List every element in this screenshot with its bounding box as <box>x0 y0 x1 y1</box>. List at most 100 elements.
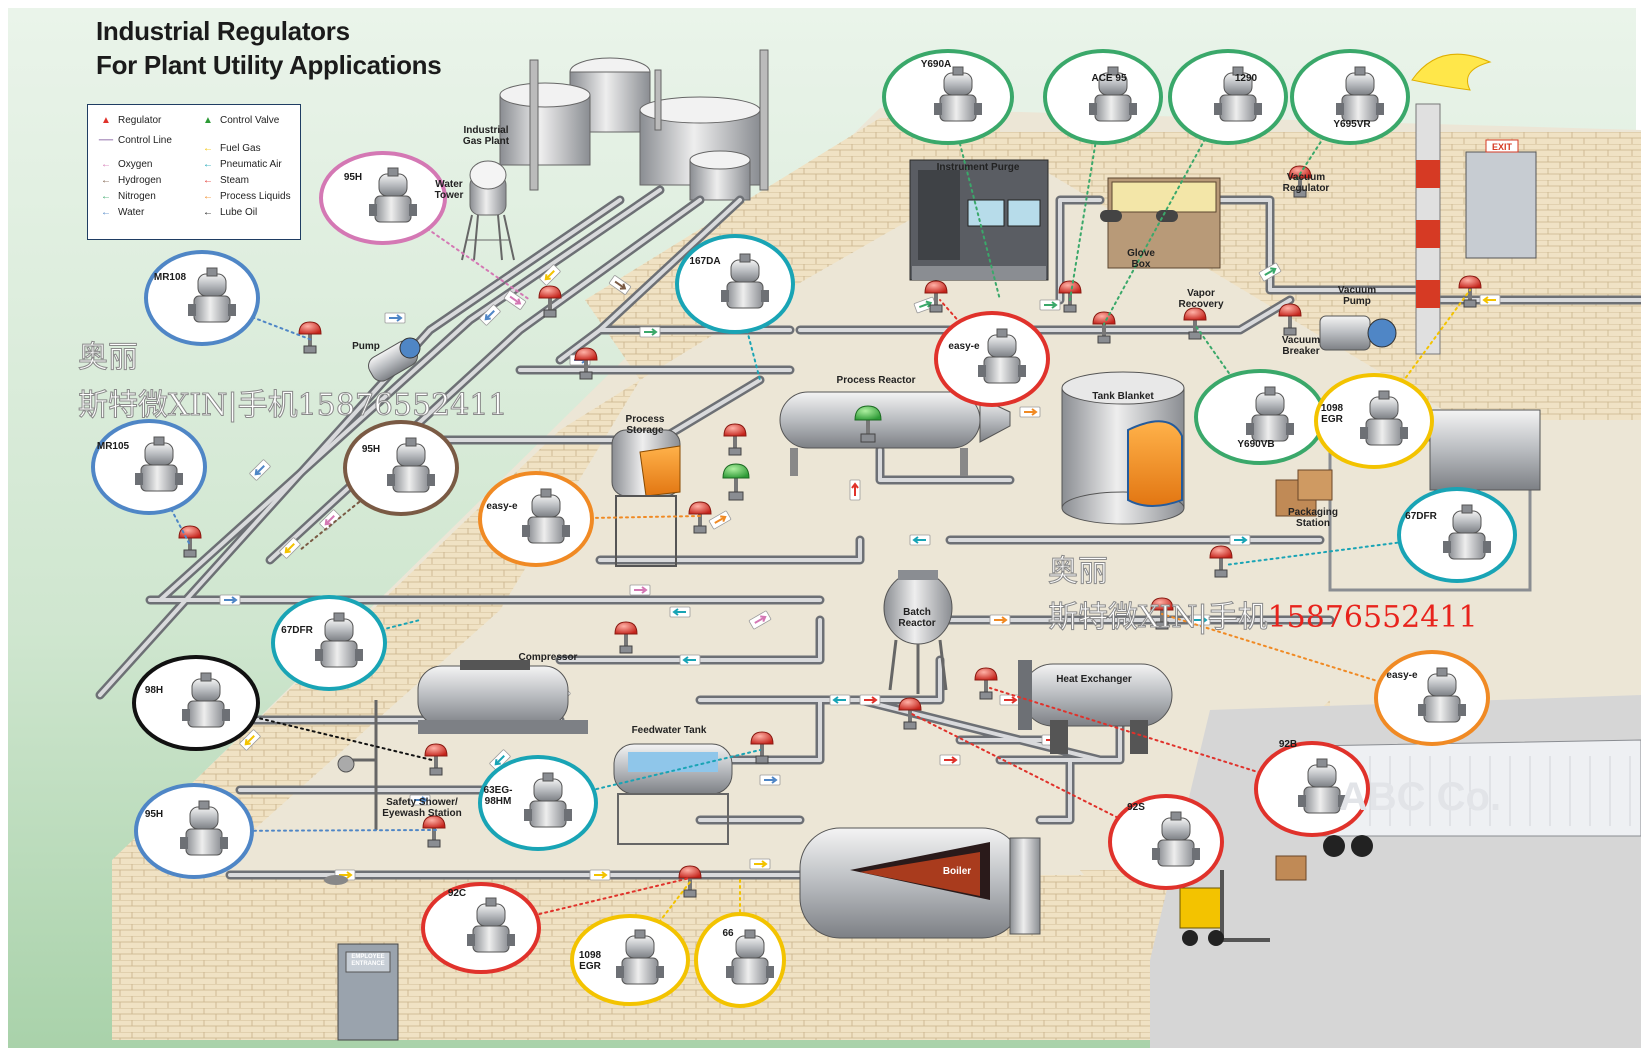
product-regulator-icon <box>1298 758 1346 814</box>
product-label: 98H <box>145 685 163 696</box>
product-label: 1290 <box>1235 73 1258 84</box>
product-label: 67DFR <box>1405 511 1437 522</box>
lube-oil-arrow-icon: ← <box>203 207 213 218</box>
product-regulator-icon <box>1214 66 1262 122</box>
product-bubble-95h[interactable]: 95H <box>319 151 447 245</box>
product-label: 95H <box>362 444 380 455</box>
flow-arrow-oxygen <box>503 290 527 310</box>
product-bubble-98h[interactable]: 98H <box>132 655 260 751</box>
flow-arrow-process-liquids <box>989 614 1011 626</box>
product-regulator-icon <box>1443 504 1491 560</box>
flow-arrow-fuel-gas <box>239 729 261 751</box>
product-regulator-icon <box>315 612 363 668</box>
product-bubble-y695vr[interactable]: Y695VR <box>1290 49 1410 145</box>
legend-water: ←Water <box>98 207 144 218</box>
product-bubble-92s[interactable]: 92S <box>1108 794 1224 890</box>
product-bubble-easy-e[interactable]: easy-e <box>1374 650 1490 746</box>
regulator-icon <box>1278 303 1302 336</box>
employee-entrance-door <box>337 943 399 1041</box>
regulator-icon <box>574 347 598 380</box>
callout-connector <box>299 467 402 551</box>
product-label: 92S <box>1127 802 1145 813</box>
flow-arrow-steam <box>939 754 961 766</box>
product-regulator-icon <box>1360 390 1408 446</box>
legend: ▲Regulator ▲Control Valve ──Control Line… <box>87 104 301 240</box>
product-bubble-mr108[interactable]: MR108 <box>144 250 260 346</box>
flow-arrow-pneumatic-air <box>909 534 931 546</box>
front-wall-left <box>112 875 380 1040</box>
product-bubble-92c[interactable]: 92C <box>421 882 541 974</box>
product-bubble-66[interactable]: 66 <box>694 912 786 1008</box>
regulator-icon <box>898 697 922 730</box>
product-bubble-easy-e[interactable]: easy-e <box>934 311 1050 407</box>
product-bubble-67dfr[interactable]: 67DFR <box>1397 487 1517 583</box>
vacuum-pump <box>1319 315 1397 351</box>
flow-arrow-oxygen <box>319 509 341 531</box>
legend-oxygen: ←Oxygen <box>98 159 152 170</box>
page-title: Industrial Regulators For Plant Utility … <box>96 14 442 82</box>
regulator-icon <box>1183 307 1207 340</box>
flow-arrow-oxygen <box>748 610 772 630</box>
flow-arrow-steam <box>859 694 881 706</box>
product-bubble-92b[interactable]: 92B <box>1254 739 1370 837</box>
flow-arrow-hydrogen <box>608 275 632 295</box>
steam-arrow-icon: ← <box>203 175 213 186</box>
product-bubble-167da[interactable]: 167DA <box>675 234 795 334</box>
product-label: 167DA <box>689 256 720 267</box>
compressor <box>417 660 588 734</box>
product-bubble-mr105[interactable]: MR105 <box>91 419 207 515</box>
regulator-icon <box>538 285 562 318</box>
flow-arrow-pneumatic-air <box>1189 614 1211 626</box>
product-regulator-icon <box>522 488 570 544</box>
product-regulator-icon <box>1089 66 1137 122</box>
product-bubble-y690a[interactable]: Y690A <box>882 49 1014 145</box>
callout-connector <box>947 96 1001 301</box>
product-regulator-icon <box>1246 386 1294 442</box>
flow-arrow-pneumatic-air <box>1229 534 1251 546</box>
product-bubble-ace-95[interactable]: ACE 95 <box>1043 49 1163 145</box>
product-bubble-95h[interactable]: 95H <box>134 783 254 879</box>
title-line-2: For Plant Utility Applications <box>96 50 442 80</box>
product-label: easy-e <box>948 341 980 352</box>
product-bubble-67dfr[interactable]: 67DFR <box>271 595 387 691</box>
legend-fuel-gas: ←Fuel Gas <box>200 143 261 154</box>
flow-arrow-pneumatic-air <box>489 749 511 771</box>
regulator-icon: ▲ <box>101 115 111 126</box>
tank-blanket <box>1061 371 1185 525</box>
product-bubble-95h[interactable]: 95H <box>343 420 459 516</box>
callout-connector <box>193 829 437 832</box>
flow-arrow-pneumatic-air <box>669 606 691 618</box>
regulator-icon <box>422 815 446 848</box>
product-bubble-y690vb[interactable]: Y690VB <box>1194 369 1326 465</box>
product-label: 92B <box>1279 739 1297 750</box>
callout-connector <box>1069 96 1104 301</box>
legend-steam: ←Steam <box>200 175 249 186</box>
label-exit: EXIT <box>1492 142 1513 152</box>
product-bubble-1290[interactable]: 1290 <box>1168 49 1288 145</box>
label-feedwater-tank: Feedwater Tank <box>632 725 707 736</box>
legend-regulator: ▲Regulator <box>98 115 161 126</box>
control-valve-icon <box>722 463 750 501</box>
callout-connector <box>195 702 433 761</box>
legend-nitrogen-label: Nitrogen <box>118 191 156 202</box>
product-label: Y690A <box>921 59 952 70</box>
product-regulator-icon <box>135 436 183 492</box>
legend-control-line: ──Control Line <box>98 135 172 146</box>
product-bubble-easy-e[interactable]: easy-e <box>478 471 594 567</box>
product-bubble-63eg-98hm[interactable]: 63EG-98HM <box>478 755 598 851</box>
title-line-1: Industrial Regulators <box>96 16 350 46</box>
legend-lube-oil-label: Lube Oil <box>220 207 258 218</box>
fuel-gas-arrow-icon: ← <box>203 143 213 154</box>
inline-valves <box>178 165 1482 898</box>
regulator-icon <box>750 731 774 764</box>
oxygen-arrow-icon: ← <box>101 159 111 170</box>
